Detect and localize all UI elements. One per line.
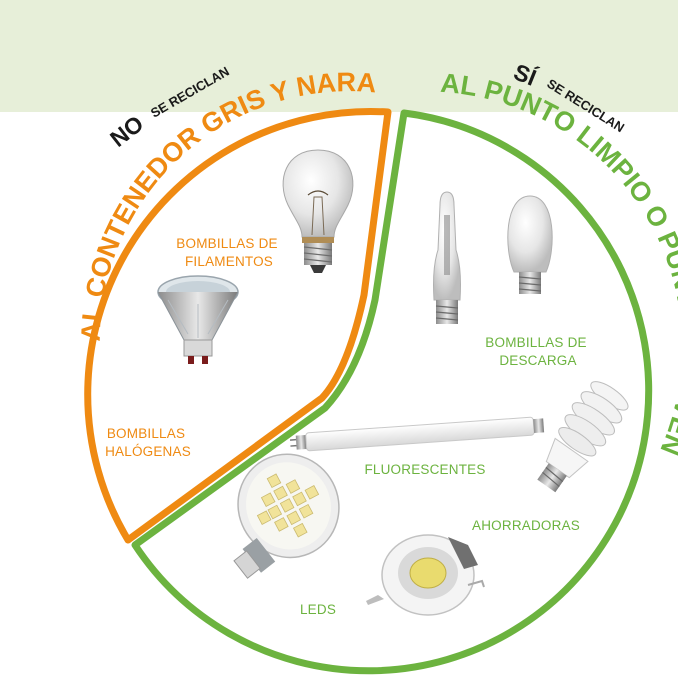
- orange-sector-outline: [84, 107, 392, 544]
- top-background-band: [0, 0, 678, 112]
- halogen-bulb-icon: [157, 275, 239, 364]
- filament-bulbs-label: BOMBILLAS DE FILAMENTOS: [176, 236, 281, 269]
- led-bulb-icon: [233, 453, 340, 579]
- fluorescents-label: FLUORESCENTES: [364, 462, 485, 477]
- green-sector-outline: [131, 109, 653, 675]
- fluorescent-tube-icon: [289, 416, 545, 452]
- discharge-bulbs-label: BOMBILLAS DE DESCARGA: [485, 335, 590, 368]
- no-label: NO: [105, 110, 148, 152]
- halogen-bulbs-label: BOMBILLAS HALÓGENAS: [105, 426, 191, 459]
- leds-label: LEDS: [300, 602, 336, 617]
- discharge-bulb-icon: [433, 191, 553, 324]
- led-downlight-icon: [366, 534, 485, 616]
- energy-saving-label: AHORRADORAS: [472, 518, 580, 533]
- energy-saving-bulb-icon: [537, 381, 629, 493]
- left-se-reciclan-label: SE RECICLAN: [148, 64, 232, 121]
- incandescent-bulb-icon: [282, 149, 354, 273]
